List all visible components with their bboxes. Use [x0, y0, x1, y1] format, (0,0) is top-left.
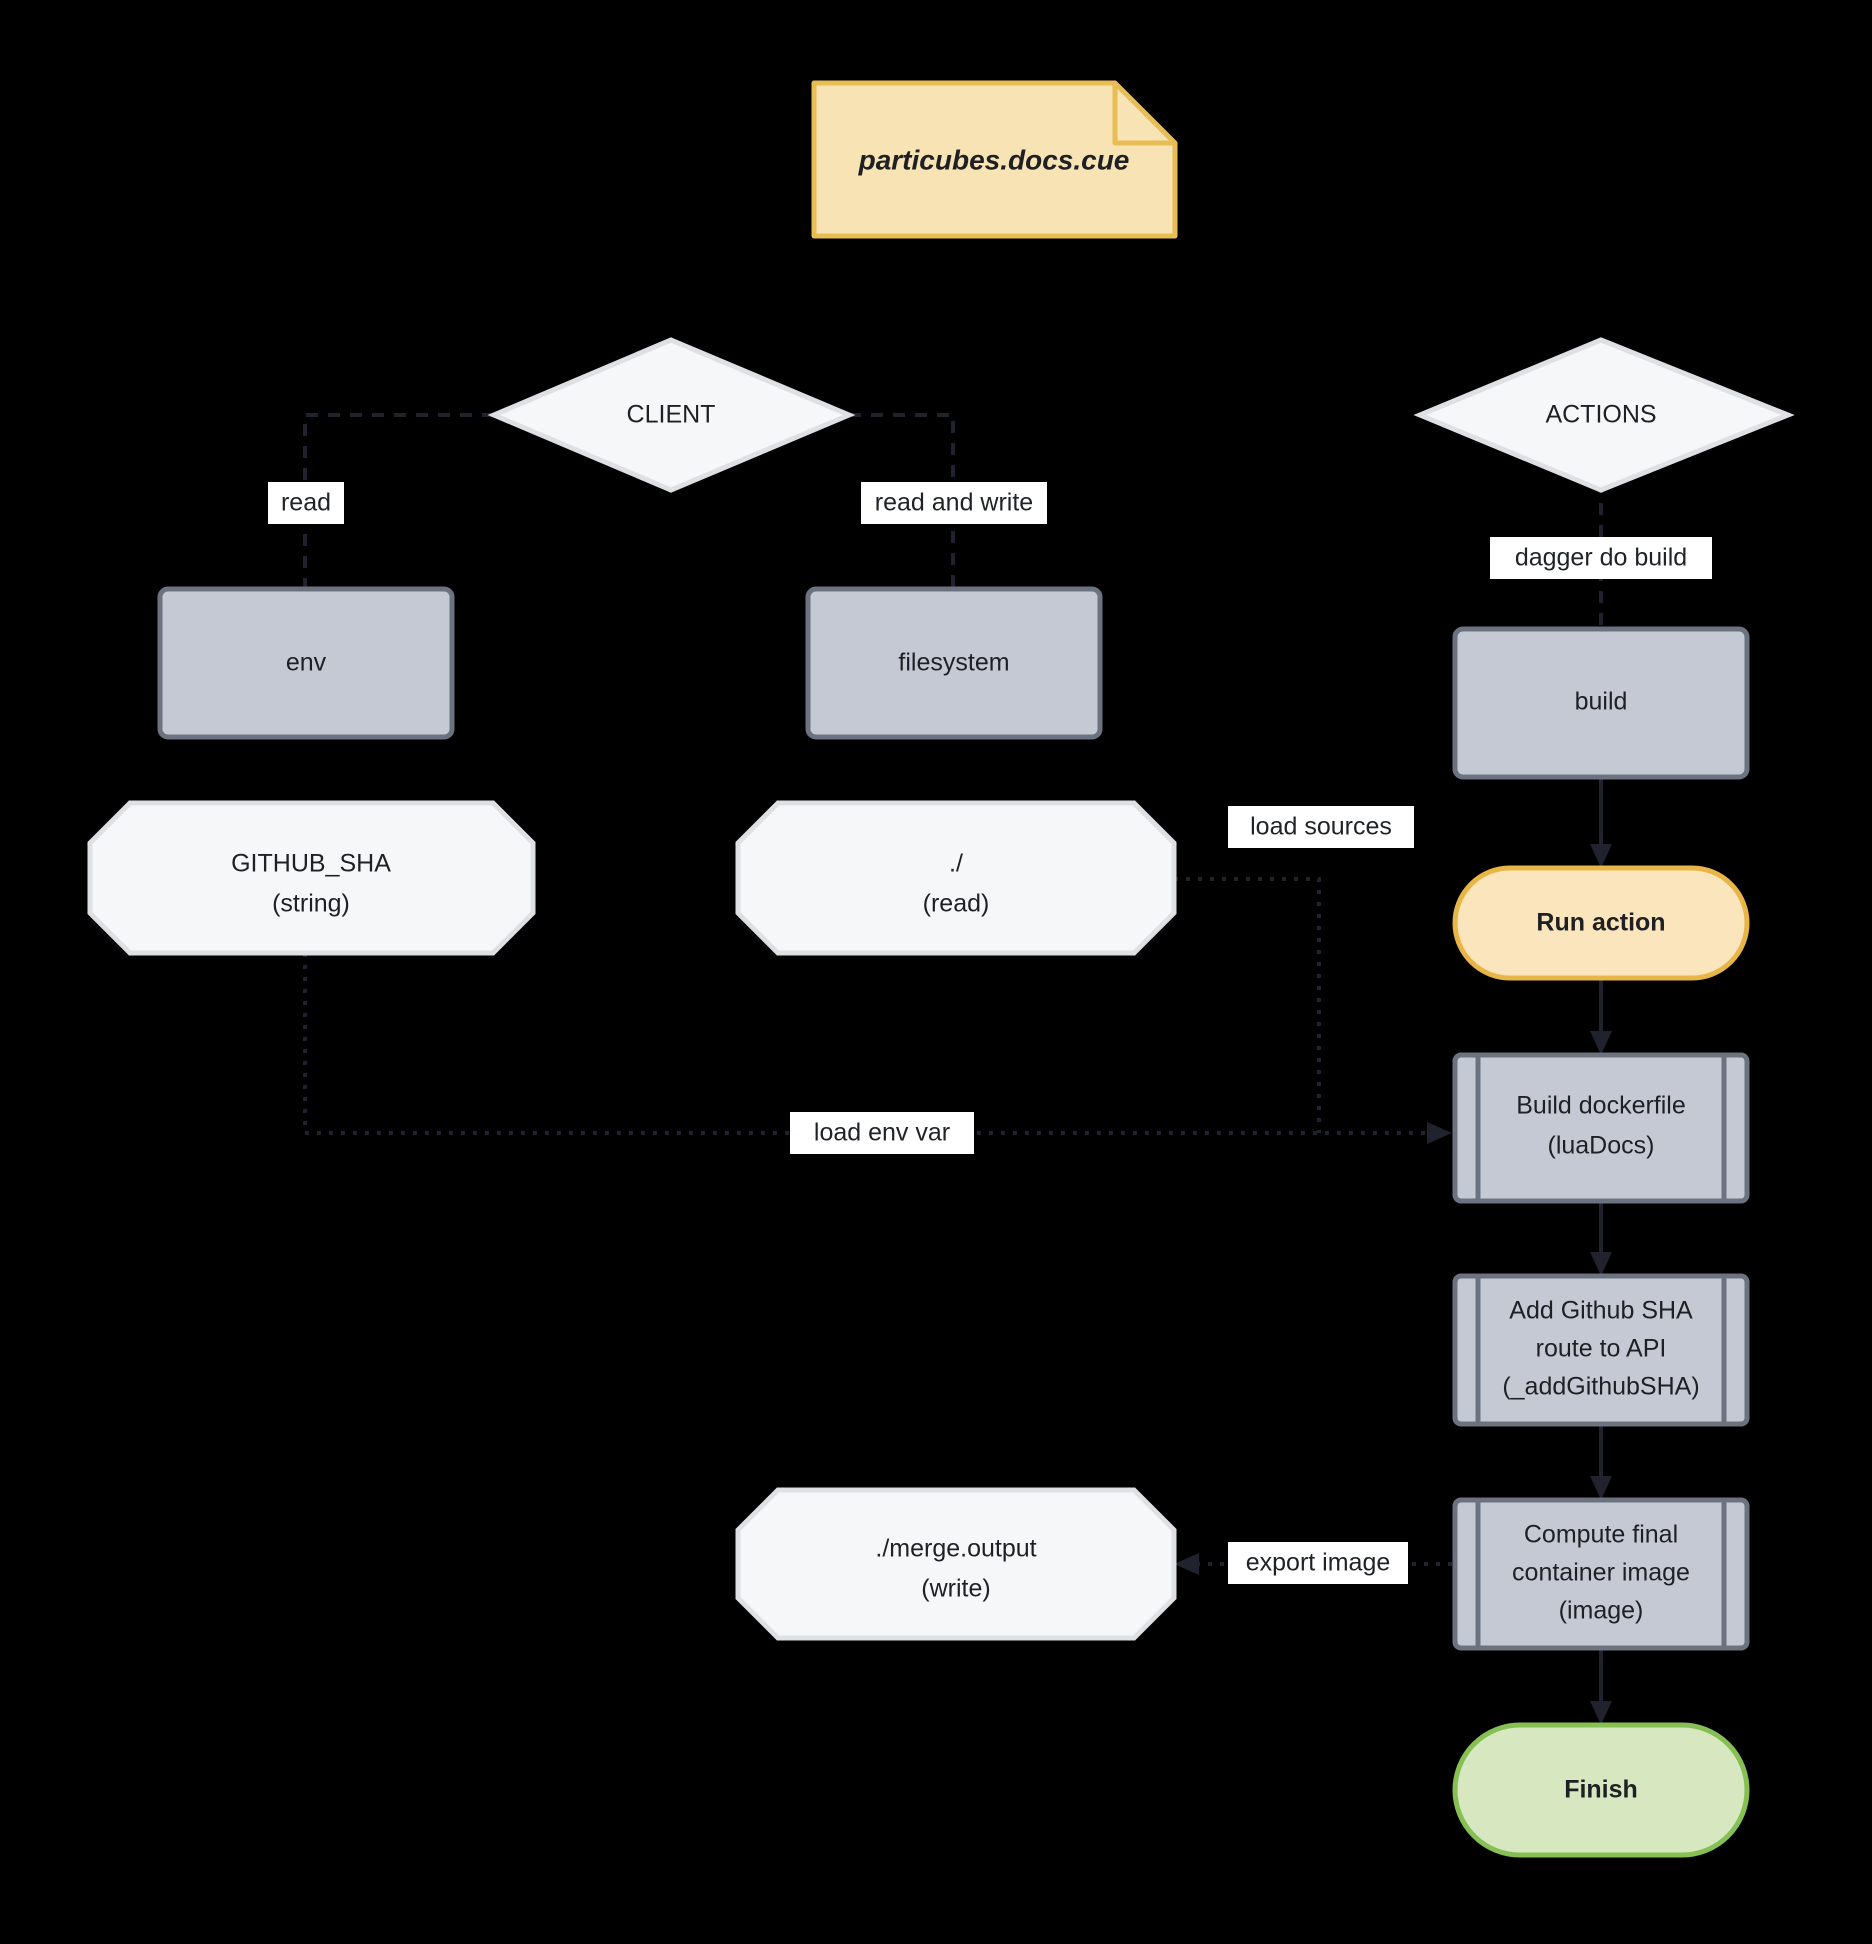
node-build-label: build [1575, 688, 1628, 716]
edge-label-load-env-var-text: load env var [814, 1119, 950, 1147]
node-client-label: CLIENT [627, 401, 716, 429]
edge-label-load-sources: load sources [1228, 806, 1414, 848]
node-compute-image-line-2: container image [1512, 1559, 1690, 1587]
edge-label-export-image: export image [1228, 1542, 1408, 1584]
edge-builddockerfile-addsha [1590, 1200, 1612, 1276]
node-filesystem-label: filesystem [898, 649, 1009, 677]
node-run-action[interactable]: Run action [1452, 865, 1750, 981]
edge-dotread-builddockerfile [1174, 877, 1321, 1133]
node-github-sha[interactable]: GITHUB_SHA (string) [87, 800, 536, 956]
node-build[interactable]: build [1452, 626, 1750, 780]
edge-label-read-text: read [281, 489, 331, 517]
edge-label-dagger-do-build: dagger do build [1490, 537, 1712, 579]
node-dot-read-line-2: (read) [923, 890, 990, 918]
node-finish-label: Finish [1564, 1776, 1638, 1804]
node-add-github-sha-line-1: Add Github SHA [1509, 1297, 1693, 1325]
node-actions[interactable]: ACTIONS [1413, 337, 1795, 493]
node-github-sha-line-2: (string) [272, 890, 350, 918]
node-github-sha-line-1: GITHUB_SHA [231, 850, 391, 878]
node-filesystem[interactable]: filesystem [805, 586, 1103, 740]
edge-label-read-and-write: read and write [861, 482, 1047, 524]
node-dot-read-line-1: ./ [949, 850, 963, 878]
node-add-github-sha-line-3: (_addGithubSHA) [1502, 1373, 1699, 1401]
node-env[interactable]: env [157, 586, 455, 740]
edge-label-load-env-var: load env var [790, 1112, 974, 1154]
node-merge-output-line-2: (write) [921, 1575, 990, 1603]
edge-githubsha-builddockerfile [303, 953, 1452, 1144]
node-run-action-label: Run action [1536, 909, 1665, 937]
edge-computeimage-mergeoutput [1174, 1553, 1452, 1575]
node-merge-output-line-1: ./merge.output [875, 1535, 1036, 1563]
node-actions-label: ACTIONS [1545, 401, 1656, 429]
node-dot-read[interactable]: ./ (read) [735, 800, 1177, 956]
edge-label-load-sources-text: load sources [1250, 813, 1392, 841]
node-add-github-sha-line-2: route to API [1536, 1335, 1667, 1363]
node-compute-image-line-1: Compute final [1524, 1521, 1678, 1549]
edge-computeimage-finish [1590, 1648, 1612, 1725]
edge-label-read: read [268, 482, 344, 524]
node-merge-output[interactable]: ./merge.output (write) [735, 1487, 1177, 1641]
note-particubes-docs-cue: particubes.docs.cue [811, 80, 1178, 239]
note-label: particubes.docs.cue [858, 144, 1130, 175]
edge-addsha-computeimage [1590, 1424, 1612, 1500]
node-finish[interactable]: Finish [1452, 1722, 1750, 1858]
edge-label-read-and-write-text: read and write [875, 489, 1033, 517]
edge-label-dagger-do-build-text: dagger do build [1515, 544, 1687, 572]
node-env-label: env [286, 649, 327, 677]
node-compute-image-line-3: (image) [1559, 1597, 1644, 1625]
edge-runaction-builddockerfile [1590, 977, 1612, 1055]
node-client[interactable]: CLIENT [487, 337, 856, 493]
node-compute-image[interactable]: Compute final container image (image) [1452, 1497, 1750, 1651]
node-build-dockerfile[interactable]: Build dockerfile (luaDocs) [1452, 1052, 1750, 1204]
edge-build-runaction [1590, 775, 1612, 868]
edge-client-filesystem [849, 413, 955, 589]
node-add-github-sha[interactable]: Add Github SHA route to API (_addGithubS… [1452, 1273, 1750, 1427]
edge-label-export-image-text: export image [1246, 1549, 1391, 1577]
node-build-dockerfile-line-1: Build dockerfile [1516, 1092, 1686, 1120]
node-build-dockerfile-line-2: (luaDocs) [1548, 1132, 1655, 1160]
